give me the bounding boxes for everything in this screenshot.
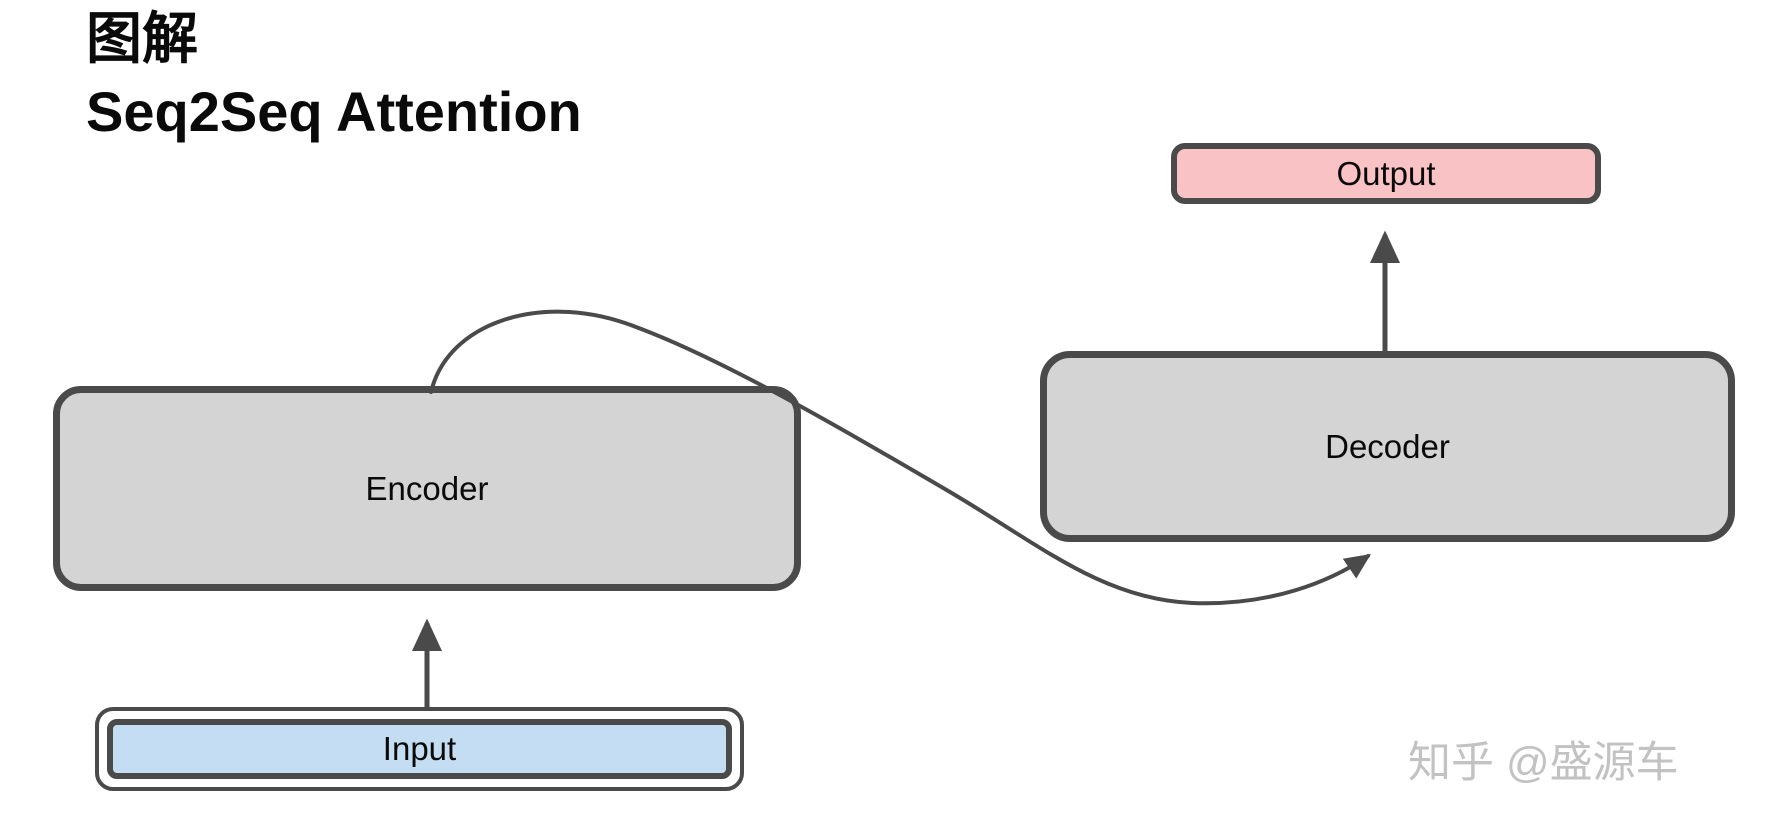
watermark: 知乎 @盛源车 <box>1408 739 1679 787</box>
output-node: Output <box>1171 143 1601 204</box>
title-line-2: Seq2Seq Attention <box>86 80 582 143</box>
title-line-1: 图解 <box>86 7 198 70</box>
decoder-label: Decoder <box>1325 427 1450 465</box>
encoder-node: Encoder <box>53 386 801 591</box>
input-label: Input <box>382 730 457 767</box>
decoder-node: Decoder <box>1040 351 1735 542</box>
input-node: Input <box>107 719 732 779</box>
page-title: 图解 Seq2Seq Attention <box>86 2 582 148</box>
input-node-frame: Input <box>95 707 744 791</box>
output-label: Output <box>1336 154 1436 192</box>
encoder-label: Encoder <box>365 469 489 507</box>
